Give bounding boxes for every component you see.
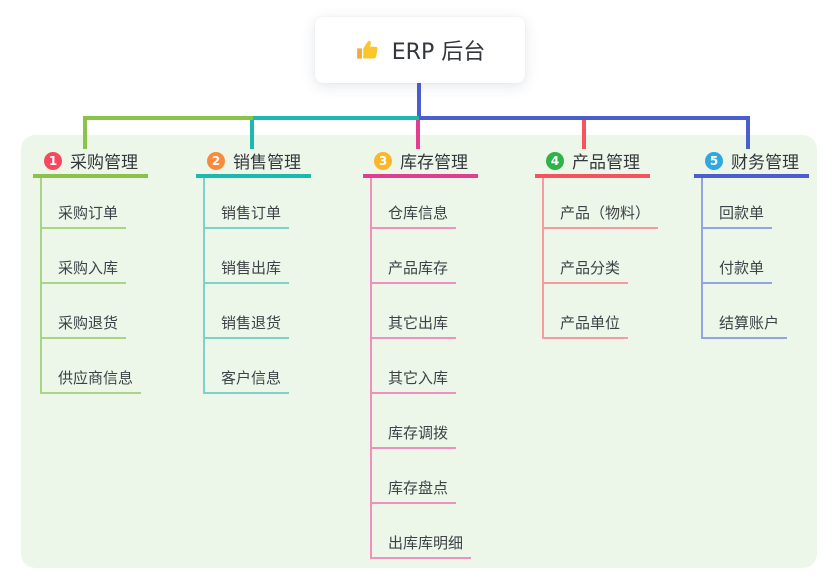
branch-child-spine (370, 178, 372, 559)
branch-label: 产品管理 (572, 153, 640, 173)
child-node[interactable]: 销售订单 (203, 201, 289, 229)
branch-drop-line (582, 116, 586, 149)
child-node[interactable]: 销售退货 (203, 311, 289, 339)
branch-index-badge: 3 (374, 151, 392, 170)
branch-label: 库存管理 (400, 153, 468, 173)
child-node[interactable]: 采购订单 (40, 201, 126, 229)
rail-segment (419, 116, 750, 120)
child-node[interactable]: 产品库存 (370, 256, 456, 284)
root-title: ERP 后台 (391, 40, 486, 65)
branch-node[interactable]: 4 产品管理 (535, 147, 650, 178)
rail-segment (253, 116, 419, 120)
child-node[interactable]: 采购退货 (40, 311, 126, 339)
branch-label: 销售管理 (233, 153, 301, 173)
child-node[interactable]: 出库库明细 (370, 531, 471, 559)
child-node[interactable]: 供应商信息 (40, 366, 141, 394)
child-node[interactable]: 采购入库 (40, 256, 126, 284)
child-node[interactable]: 库存盘点 (370, 476, 456, 504)
branch-index-badge: 2 (207, 151, 225, 170)
branch-index-badge: 5 (705, 151, 723, 170)
child-node[interactable]: 库存调拨 (370, 421, 456, 449)
branch-child-spine (701, 178, 703, 339)
branch-child-spine (40, 178, 42, 394)
child-node[interactable]: 产品分类 (542, 256, 628, 284)
child-node[interactable]: 其它出库 (370, 311, 456, 339)
mindmap-panel (21, 135, 817, 568)
branch-child-spine (203, 178, 205, 394)
branch-node[interactable]: 5 财务管理 (694, 147, 809, 178)
child-node[interactable]: 产品单位 (542, 311, 628, 339)
branch-drop-line (746, 116, 750, 149)
branch-label: 采购管理 (70, 153, 138, 173)
child-node[interactable]: 结算账户 (701, 311, 787, 339)
thumbs-up-icon (355, 37, 381, 63)
branch-drop-line (250, 116, 254, 149)
child-node[interactable]: 付款单 (701, 256, 772, 284)
child-node[interactable]: 其它入库 (370, 366, 456, 394)
child-node[interactable]: 仓库信息 (370, 201, 456, 229)
branch-index-badge: 4 (546, 151, 564, 170)
child-node[interactable]: 客户信息 (203, 366, 289, 394)
child-node[interactable]: 销售出库 (203, 256, 289, 284)
child-node[interactable]: 回款单 (701, 201, 772, 229)
branch-label: 财务管理 (731, 153, 799, 173)
branch-drop-line (416, 116, 420, 149)
branch-index-badge: 1 (44, 151, 62, 170)
root-connector-line (417, 83, 421, 120)
branch-node[interactable]: 1 采购管理 (33, 147, 148, 178)
branch-node[interactable]: 2 销售管理 (196, 147, 311, 178)
branch-drop-line (83, 116, 87, 149)
rail-segment (83, 116, 253, 120)
branch-node[interactable]: 3 库存管理 (363, 147, 478, 178)
branch-child-spine (542, 178, 544, 339)
child-node[interactable]: 产品（物料） (542, 201, 658, 229)
root-node[interactable]: ERP 后台 (315, 17, 525, 83)
